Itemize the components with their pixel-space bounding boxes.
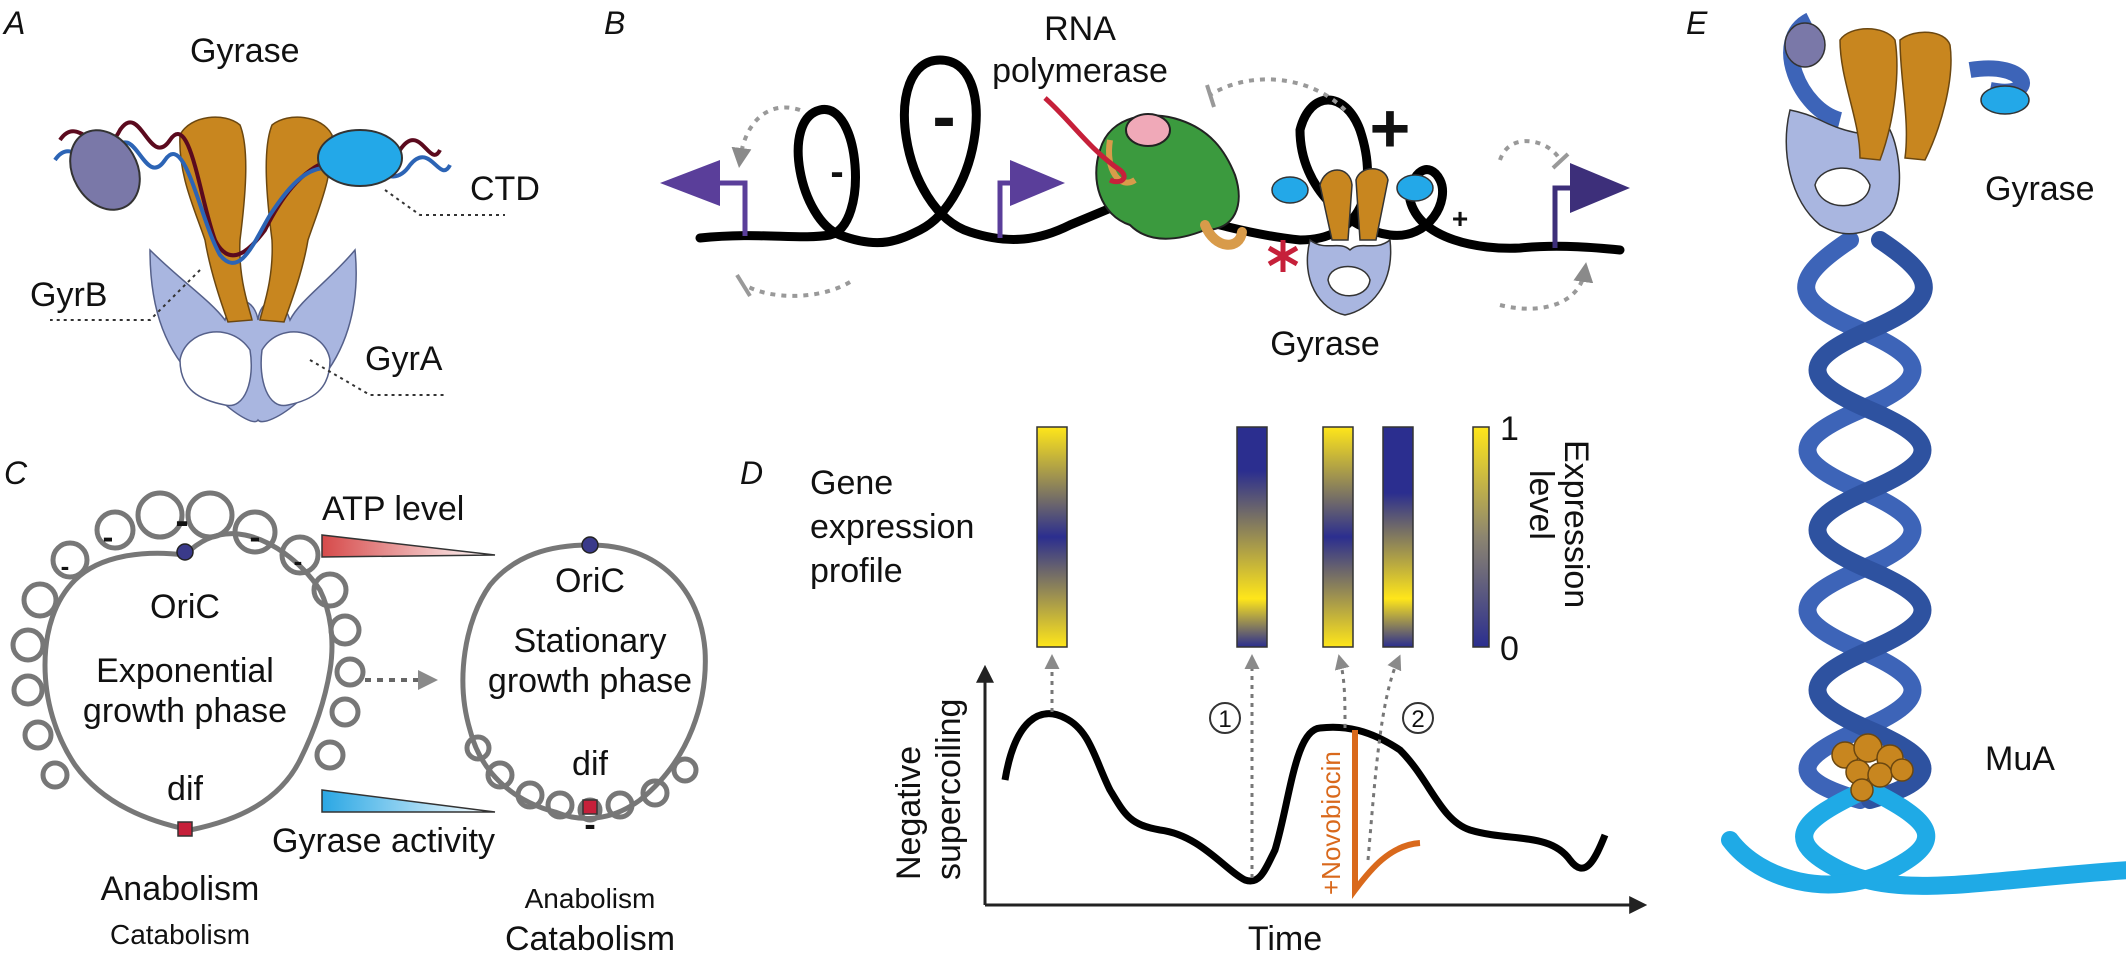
left-catabolism: Catabolism (110, 919, 250, 950)
panel-label-b: B (604, 5, 625, 41)
panel-c-growth-phases: - - - - - OriC Exponential growth phase … (10, 490, 708, 958)
gyrase-activity-label: Gyrase activity (272, 822, 495, 860)
colorbar-min: 0 (1500, 630, 1519, 668)
ctd-left (69, 129, 141, 211)
label-gyrase-e: Gyrase (1985, 170, 2095, 208)
rnap-label-line1: RNA (1044, 10, 1116, 48)
xlabel: Time (1248, 920, 1322, 958)
c-left-minus-1: - (103, 519, 114, 555)
panel-label-a: A (2, 5, 25, 41)
oric-right: OriC (555, 562, 625, 600)
colorbar (1472, 426, 1490, 648)
exponential-line2: growth phase (83, 692, 287, 730)
stationary-line2: growth phase (488, 662, 692, 700)
gyrase-activity-bar (321, 789, 496, 813)
gene-line1: Gene (810, 464, 893, 502)
panel-label-e: E (1686, 5, 1708, 41)
b-plus-small: + (1452, 203, 1468, 234)
c-right-minus: - (584, 806, 595, 844)
oric-left: OriC (150, 588, 220, 626)
expression-bar-3 (1322, 426, 1354, 648)
mua-protein (1831, 733, 1914, 802)
ctd-right (317, 129, 403, 187)
marker-1: 1 (1218, 706, 1231, 733)
expression-bar-2 (1236, 426, 1268, 648)
ylabel-line1: Negative (890, 746, 928, 880)
gyrase-gyrb-e (1839, 28, 1952, 161)
panel-label-d: D (740, 455, 763, 491)
colorbar-max: 1 (1500, 410, 1519, 448)
gyra-subunit (149, 248, 357, 423)
expression-bar-4 (1382, 426, 1414, 648)
exponential-line1: Exponential (96, 652, 274, 690)
c-left-minus-3: - (61, 551, 70, 581)
label-gyra: GyrA (365, 340, 443, 378)
label-gyrb: GyrB (30, 276, 107, 314)
supercoiling-curve (1001, 710, 1609, 885)
panel-a-title: Gyrase (190, 32, 300, 70)
b-plus-large: + (1370, 89, 1411, 167)
rnap-label-line2: polymerase (992, 52, 1168, 90)
atp-level-bar (321, 534, 496, 558)
novobiocin-curve (1352, 730, 1421, 899)
chromosome-stationary (460, 542, 708, 821)
panel-e-helix: MuA Gyrase (1721, 12, 2126, 895)
b-minus-large: - (932, 77, 955, 155)
dif-right: dif (572, 745, 608, 783)
marker-2: 2 (1411, 706, 1424, 733)
panel-label-c: C (4, 455, 28, 491)
panel-a-gyrase-structure: Gyrase CTD GyrB GyrA (30, 32, 540, 423)
asterisk (1267, 240, 1299, 272)
gyrb-subunit-left (179, 116, 253, 323)
chromosome-exponential (42, 531, 335, 833)
right-catabolism: Catabolism (505, 920, 675, 958)
colorbar-title-line2: level (1522, 470, 1560, 540)
expression-bar-1 (1036, 426, 1068, 648)
stationary-line1: Stationary (513, 622, 666, 660)
c-left-minus-2: - (250, 519, 261, 555)
panel-b-transcription: RNA polymerase - - + + (660, 10, 1630, 363)
dif-left: dif (167, 770, 203, 808)
atp-level-label: ATP level (322, 490, 464, 528)
c-left-minus-4: - (294, 546, 303, 576)
b-minus-small: - (830, 150, 843, 194)
gene-line2: expression (810, 508, 974, 546)
label-ctd: CTD (470, 170, 540, 208)
rna-polymerase (1095, 114, 1240, 240)
label-gyrase-b: Gyrase (1270, 325, 1380, 363)
label-mua: MuA (1985, 740, 2055, 778)
left-anabolism: Anabolism (101, 870, 260, 908)
novobiocin-label: +Novobiocin (1316, 751, 1346, 895)
gene-line3: profile (810, 552, 903, 590)
c-left-minus-top: - (175, 499, 188, 543)
panel-d-expression: Gene expression profile 1 0 Expression l… (810, 410, 1648, 958)
right-anabolism: Anabolism (525, 883, 656, 914)
ylabel-line2: supercoiling (930, 699, 968, 880)
colorbar-title-line1: Expression (1557, 440, 1595, 608)
